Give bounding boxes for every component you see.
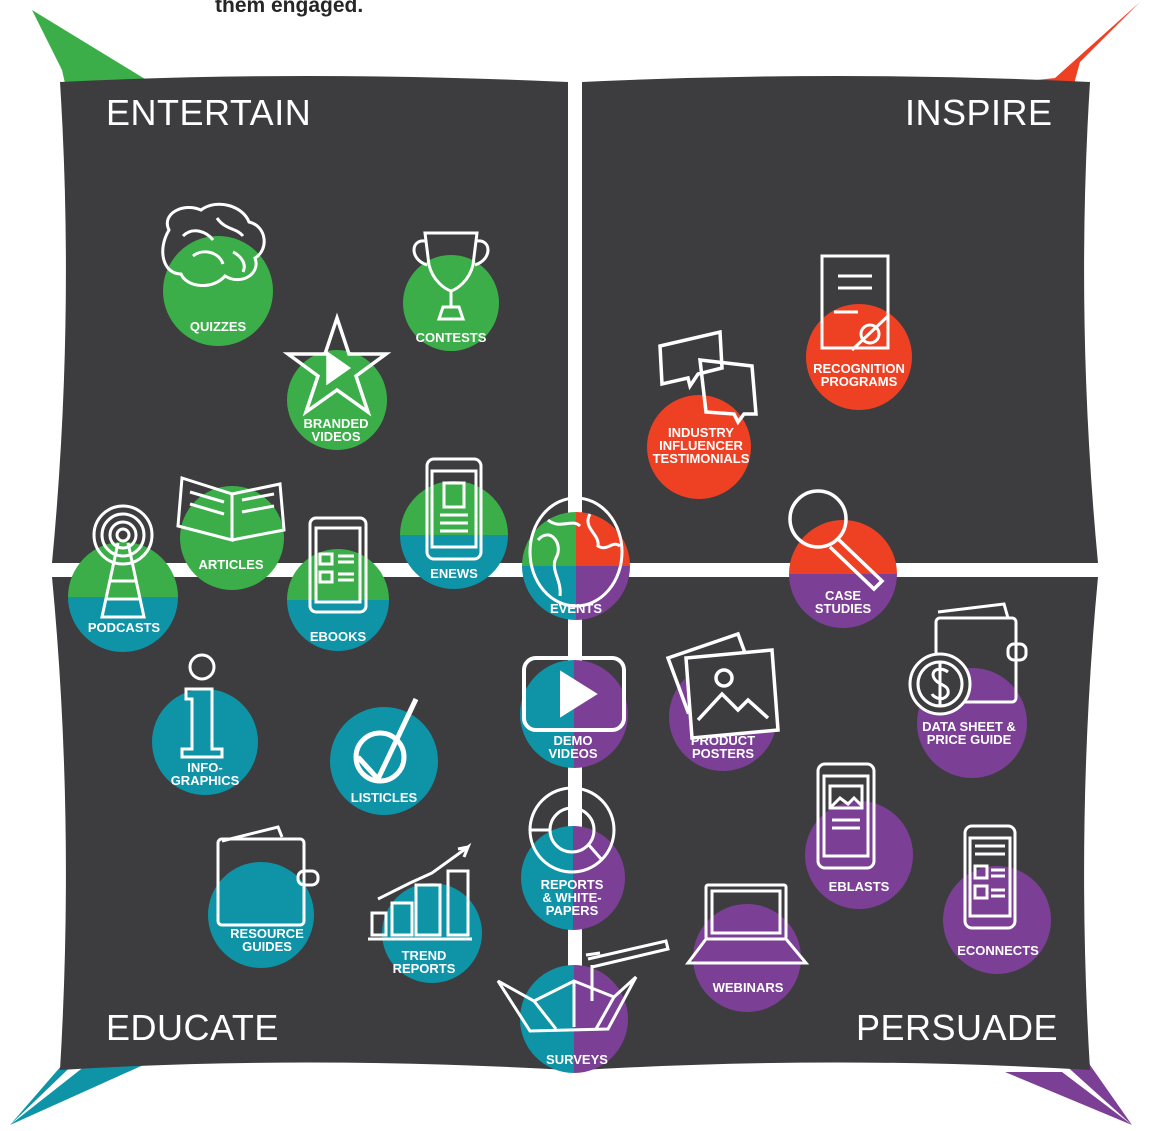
- node-recognition-programs: RECOGNITION PROGRAMS: [806, 254, 912, 410]
- node-data-sheet-price-guide: DATA SHEET & PRICE GUIDE: [908, 598, 1030, 778]
- node-contests: CONTESTS: [403, 231, 499, 351]
- industry-influencer-testimonials-label: INDUSTRY INFLUENCER TESTIMONIALS: [652, 425, 750, 466]
- checkmark-icon: [353, 697, 419, 784]
- data-sheet-price-guide-label: DATA SHEET & PRICE GUIDE: [922, 719, 1016, 747]
- broadcast-tower-icon: [92, 504, 154, 619]
- smartphone-icon: [425, 457, 483, 561]
- demo-videos-label: DEMO VIDEOS: [548, 733, 598, 761]
- node-branded-videos: BRANDED VIDEOS: [282, 312, 392, 450]
- picture-frames-icon: [665, 631, 780, 740]
- magnifier-icon: [788, 489, 885, 592]
- globe-icon: [528, 496, 624, 608]
- entertain-corner-flag: [32, 10, 150, 82]
- info-icon: [180, 653, 224, 759]
- quizzes-label: QUIZZES: [189, 319, 247, 334]
- node-webinars: WEBINARS: [685, 883, 810, 1013]
- ebooks-label: EBOOKS: [309, 629, 367, 644]
- node-disc: [152, 689, 258, 795]
- webinars-label: WEBINARS: [712, 980, 784, 995]
- node-disc: [68, 542, 178, 652]
- node-reports-white-papers: REPORTS & WHITE- PAPERS: [520, 786, 625, 932]
- node-product-posters: PRODUCT POSTERS: [665, 628, 780, 772]
- smartphone-list-icon: [963, 824, 1017, 930]
- reports-white-papers-label: REPORTS & WHITE- PAPERS: [540, 877, 604, 918]
- node-events: EVENTS: [520, 496, 632, 622]
- persuade-label: PERSUADE: [856, 1007, 1059, 1048]
- node-ebooks: EBOOKS: [287, 516, 389, 652]
- node-infographics: INFO- GRAPHICS: [152, 653, 258, 795]
- persuade-corner-flag: [1005, 1072, 1132, 1125]
- video-player-icon: [522, 656, 626, 732]
- certificate-icon: [820, 254, 890, 352]
- inspire-label: INSPIRE: [905, 92, 1053, 133]
- node-demo-videos: DEMO VIDEOS: [518, 656, 628, 768]
- recognition-programs-label: RECOGNITION PROGRAMS: [813, 361, 905, 389]
- node-disc: [163, 236, 273, 346]
- node-eblasts: EBLASTS: [804, 762, 914, 910]
- laptop-icon: [685, 883, 810, 965]
- speech-bubbles-icon: [658, 329, 758, 426]
- infographics-label: INFO- GRAPHICS: [170, 760, 240, 788]
- entertain-label: ENTERTAIN: [106, 92, 312, 133]
- educate-corner-flag: [10, 1062, 150, 1125]
- smartphone-image-icon: [816, 762, 876, 870]
- events-label: EVENTS: [549, 601, 602, 616]
- binder-icon: [216, 825, 320, 927]
- trophy-icon: [412, 231, 490, 321]
- node-disc: [806, 304, 912, 410]
- node-enews: ENEWS: [400, 457, 508, 589]
- intro-text: them engaged.: [215, 0, 364, 17]
- donut-chart-icon: [528, 786, 616, 874]
- open-book-icon: [176, 475, 286, 542]
- node-articles: ARTICLES: [176, 474, 286, 590]
- surveys-label: SURVEYS: [546, 1052, 608, 1067]
- paper-boat-telescope-icon: [496, 939, 670, 1033]
- listicles-label: LISTICLES: [350, 790, 418, 805]
- brain-icon: [161, 202, 266, 287]
- tablet-icon: [308, 516, 368, 614]
- articles-label: ARTICLES: [198, 557, 264, 572]
- resource-guides-label: RESOURCE GUIDES: [230, 926, 304, 954]
- podcasts-label: PODCASTS: [87, 620, 161, 635]
- trend-reports-label: TREND REPORTS: [392, 948, 456, 976]
- contests-label: CONTESTS: [415, 330, 487, 345]
- branded-videos-label: BRANDED VIDEOS: [303, 416, 369, 444]
- node-disc: [943, 866, 1051, 974]
- node-quizzes: QUIZZES: [161, 202, 273, 346]
- econnects-label: ECONNECTS: [957, 943, 1039, 958]
- product-posters-label: PRODUCT POSTERS: [690, 733, 756, 761]
- node-case-studies: CASE STUDIES: [788, 485, 898, 628]
- node-podcasts: PODCASTS: [68, 504, 180, 652]
- bar-chart-icon: [368, 842, 472, 941]
- node-trend-reports: TREND REPORTS: [366, 842, 482, 985]
- entertain-quadrant: [52, 76, 568, 563]
- node-econnects: ECONNECTS: [943, 824, 1053, 974]
- star-play-icon: [282, 312, 392, 417]
- node-surveys: SURVEYS: [496, 937, 670, 1073]
- eblasts-label: EBLASTS: [828, 879, 890, 894]
- wallet-dollar-icon: [908, 602, 1028, 716]
- node-disc: [208, 862, 314, 968]
- node-industry-influencer-testimonials: INDUSTRY INFLUENCER TESTIMONIALS: [646, 329, 758, 499]
- educate-label: EDUCATE: [106, 1007, 279, 1048]
- node-listicles: LISTICLES: [328, 697, 440, 815]
- node-disc: [382, 883, 482, 983]
- case-studies-label: CASE STUDIES: [814, 588, 872, 616]
- enews-label: ENEWS: [430, 566, 478, 581]
- node-resource-guides: RESOURCE GUIDES: [208, 825, 326, 969]
